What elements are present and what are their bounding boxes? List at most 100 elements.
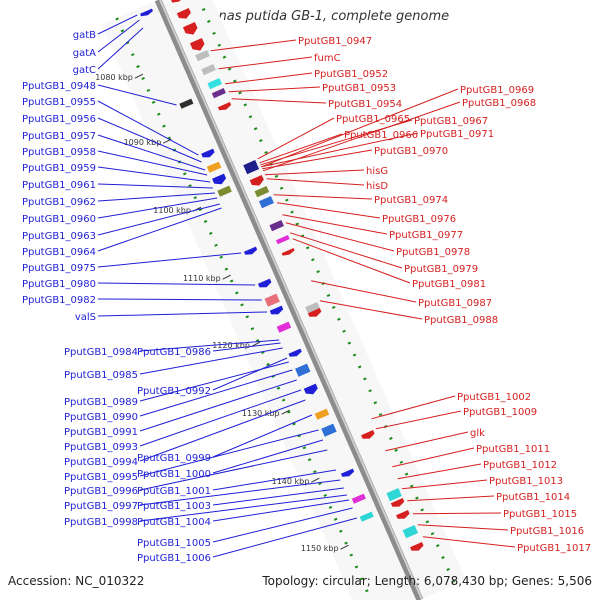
gene-leader-line: [212, 517, 358, 558]
gene-leader-line: [273, 194, 373, 200]
gene-feature: [201, 63, 216, 76]
gene-leader-line: [97, 84, 177, 106]
gene-feature: [281, 247, 295, 256]
gene-leader-line: [139, 429, 319, 477]
track-band: [101, 0, 466, 600]
ruler-label: 1120 kbp: [212, 341, 250, 350]
gene-feature: [390, 497, 405, 507]
gene-leader-line: [97, 197, 218, 219]
gene-label: PputGB1_0980: [22, 279, 96, 290]
gene-label: hisG: [366, 166, 388, 177]
gene-leader-line: [218, 56, 313, 70]
gene-leader-line: [97, 252, 242, 268]
gene-feature: [305, 301, 320, 314]
gene-leader-line: [417, 524, 509, 531]
gene-feature: [212, 173, 227, 185]
gene-label: PputGB1_0993: [64, 442, 138, 453]
gene-feature: [189, 37, 205, 51]
gene-label: PputGB1_0990: [64, 412, 138, 423]
gene-leader-line: [139, 449, 328, 491]
gene-label: PputGB1_1014: [496, 492, 570, 503]
gene-leader-line: [412, 512, 502, 515]
gene-label: PputGB1_0996: [64, 486, 138, 497]
ruler-tick: [251, 341, 261, 347]
gene-feature: [351, 493, 366, 504]
gene-label: PputGB1_0988: [424, 315, 498, 326]
gene-label: PputGB1_0969: [460, 85, 534, 96]
gene-leader-line: [397, 463, 482, 480]
gene-label: PputGB1_0956: [22, 114, 96, 125]
gene-leader-line: [212, 357, 288, 391]
gene-leader-line: [139, 369, 293, 417]
gene-feature: [396, 509, 410, 519]
gene-leader-line: [139, 361, 289, 402]
gene-label: gatB: [73, 30, 96, 41]
gene-leader-line: [225, 72, 313, 85]
gene-leader-line: [97, 183, 213, 189]
gene-feature: [361, 429, 375, 439]
ruler-tick: [222, 274, 231, 280]
gene-leader-line: [262, 149, 373, 170]
gene-features: [140, 0, 424, 551]
gene-leader-line: [401, 479, 488, 490]
gene-feature: [276, 321, 292, 333]
gene-leader-line: [311, 280, 417, 303]
gene-label: PputGB1_0953: [322, 83, 396, 94]
gene-leader-line: [212, 499, 350, 522]
gene-feature: [254, 185, 270, 198]
gene-leader-line: [97, 192, 216, 202]
gene-label: PputGB1_0986: [137, 347, 211, 358]
gene-feature: [201, 148, 215, 158]
gene-feature: [321, 423, 337, 437]
gene-label: PputGB1_0978: [396, 247, 470, 258]
gene-leader-line: [259, 133, 343, 164]
gene-leader-line: [97, 19, 140, 53]
ruler-label: 1110 kbp: [183, 274, 221, 283]
gene-leader-line: [97, 282, 256, 286]
gene-label: fumC: [314, 53, 341, 64]
gene-label: PputGB1_1009: [463, 407, 537, 418]
gene-feature: [195, 49, 210, 62]
gene-label: PputGB1_0962: [22, 197, 96, 208]
gene-label: PputGB1_0985: [64, 370, 138, 381]
gene-label: gatA: [73, 48, 96, 59]
gene-leader-line: [285, 222, 395, 252]
gene-leader-line: [392, 447, 475, 468]
gene-label: PputGB1_0989: [64, 397, 138, 408]
gene-label: glk: [470, 428, 485, 439]
gene-leader-line: [212, 342, 281, 352]
gene-feature: [206, 161, 222, 173]
gene-label: PputGB1_0979: [404, 264, 478, 275]
gene-feature: [176, 7, 191, 19]
gene-leader-line: [385, 431, 469, 452]
gene-label: PputGB1_0952: [314, 69, 388, 80]
gene-label: PputGB1_0997: [64, 501, 138, 512]
gene-label: PputGB1_0958: [22, 147, 96, 158]
gene-leader-line: [266, 178, 365, 186]
gene-label: PputGB1_0955: [22, 97, 96, 108]
gene-label: PputGB1_0954: [328, 99, 402, 110]
gene-leader-line: [210, 39, 297, 52]
gene-label: PputGB1_0966: [344, 130, 418, 141]
gene-feature: [211, 87, 226, 99]
ruler-tick: [340, 544, 349, 550]
gene-leader-line: [139, 494, 347, 522]
gene-feature: [182, 21, 198, 35]
gene-feature: [207, 77, 222, 90]
gene-leader-line: [139, 399, 306, 462]
gene-label: valS: [75, 312, 96, 323]
gene-feature: [275, 234, 290, 245]
gene-label: PputGB1_1015: [503, 509, 577, 520]
gene-label: PputGB1_0984: [64, 347, 138, 358]
gene-leader-line: [97, 27, 144, 70]
gene-leader-line: [97, 311, 267, 317]
gene-leader-line: [282, 214, 388, 235]
gene-label: PputGB1_1000: [137, 469, 211, 480]
gene-leader-line: [97, 203, 220, 236]
gene-feature: [249, 174, 264, 186]
gene-leader-line: [97, 207, 222, 252]
gene-feature: [171, 0, 181, 3]
gene-label: PputGB1_0947: [298, 36, 372, 47]
gene-feature: [257, 278, 272, 288]
gene-label: hisD: [366, 181, 388, 192]
